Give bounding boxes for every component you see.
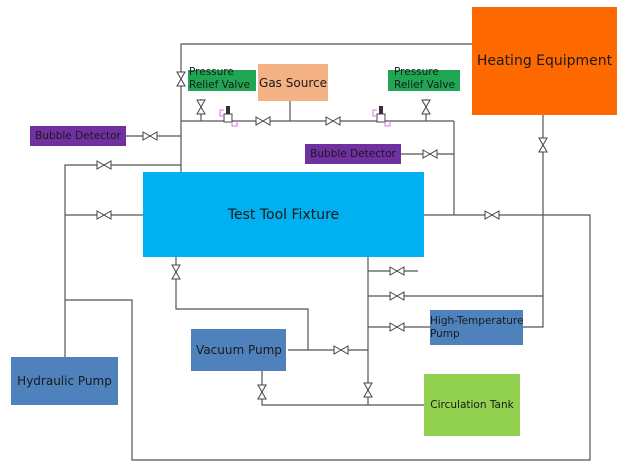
bubble-detector-left-box	[30, 126, 126, 146]
relief-valve-left-label: Pressure Relief Valve	[188, 66, 256, 94]
gate-valve-icon[interactable]	[422, 149, 438, 159]
high-temp-pump-text-2: Pump	[430, 327, 460, 340]
hydraulic-pump-label: Hydraulic Pump	[8, 357, 121, 405]
vacuum-pump-box	[191, 329, 286, 371]
pipe-vacuum-tank	[261, 371, 424, 406]
circulation-tank-box	[424, 374, 520, 436]
gate-valve-icon[interactable]	[389, 322, 405, 332]
gate-valve-icon[interactable]	[389, 291, 405, 301]
circulation-tank-text: Circulation Tank	[430, 398, 514, 411]
high-temp-pump-text-1: High-Temperature	[430, 314, 524, 327]
hydraulic-pump-box	[11, 357, 118, 405]
gate-valve-icon[interactable]	[255, 116, 271, 126]
pipe-hydraulic-loop	[64, 164, 181, 357]
relief-valve-left-box	[188, 70, 256, 91]
pipe-hightemp-return	[523, 296, 544, 328]
heating-equipment-text: Heating Equipment	[476, 53, 613, 69]
gate-valve-icon[interactable]	[96, 210, 112, 220]
heating-equipment-label: Heating Equipment	[472, 7, 617, 115]
gate-valve-icon[interactable]	[325, 116, 341, 126]
test-tool-fixture-text: Test Tool Fixture	[227, 206, 340, 223]
high-temp-pump-label: High-Temperature Pump	[430, 310, 523, 345]
gate-valve-icon[interactable]	[142, 131, 158, 141]
bubble-detector-right-text: Bubble Detector	[310, 147, 396, 160]
pipe-fixture-right	[65, 214, 591, 461]
circulation-tank-label: Circulation Tank	[424, 374, 520, 436]
test-tool-fixture-label: Test Tool Fixture	[143, 172, 424, 257]
vacuum-pump-label: Vacuum Pump	[187, 329, 291, 371]
relief-valve-right-text-1: Pressure	[394, 66, 439, 78]
gate-valve-icon[interactable]	[538, 137, 548, 153]
bubble-detector-right-label: Bubble Detector	[305, 144, 401, 164]
gate-valve-icon[interactable]	[257, 384, 267, 400]
pipe-top-header	[180, 43, 472, 172]
gate-valve-icon[interactable]	[196, 99, 206, 115]
test-tool-fixture-box	[143, 172, 424, 257]
pressure-relief-valve-icon[interactable]	[372, 106, 391, 127]
relief-valve-left-text-1: Pressure	[189, 66, 234, 78]
pipe-fixture-vacuum	[175, 257, 309, 350]
bubble-detector-left-text: Bubble Detector	[35, 129, 121, 142]
bubble-detector-left-label: Bubble Detector	[30, 126, 126, 146]
relief-valve-right-text-2: Relief Valve	[394, 79, 456, 91]
relief-valve-left-text-2: Relief Valve	[189, 79, 251, 91]
hydraulic-pump-text: Hydraulic Pump	[17, 374, 112, 388]
gate-valve-icon[interactable]	[96, 160, 112, 170]
vacuum-pump-text: Vacuum Pump	[196, 343, 282, 357]
bubble-detector-right-box	[305, 144, 401, 164]
gate-valve-icon[interactable]	[484, 210, 500, 220]
gate-valve-icon[interactable]	[421, 99, 431, 115]
heating-equipment-box	[472, 7, 617, 115]
gas-source-label: Gas Source	[258, 64, 328, 101]
pressure-relief-valve-icon[interactable]	[219, 106, 238, 127]
gate-valve-icon[interactable]	[176, 71, 186, 87]
gate-valve-icon[interactable]	[333, 345, 349, 355]
relief-valve-right-label: Pressure Relief Valve	[390, 66, 460, 94]
gate-valve-icon[interactable]	[171, 264, 181, 280]
relief-valve-right-box	[388, 70, 460, 91]
gas-source-text: Gas Source	[259, 75, 327, 90]
gate-valve-icon[interactable]	[389, 266, 405, 276]
gas-source-box	[258, 64, 328, 101]
gate-valve-icon[interactable]	[363, 382, 373, 398]
high-temp-pump-box	[430, 310, 523, 345]
